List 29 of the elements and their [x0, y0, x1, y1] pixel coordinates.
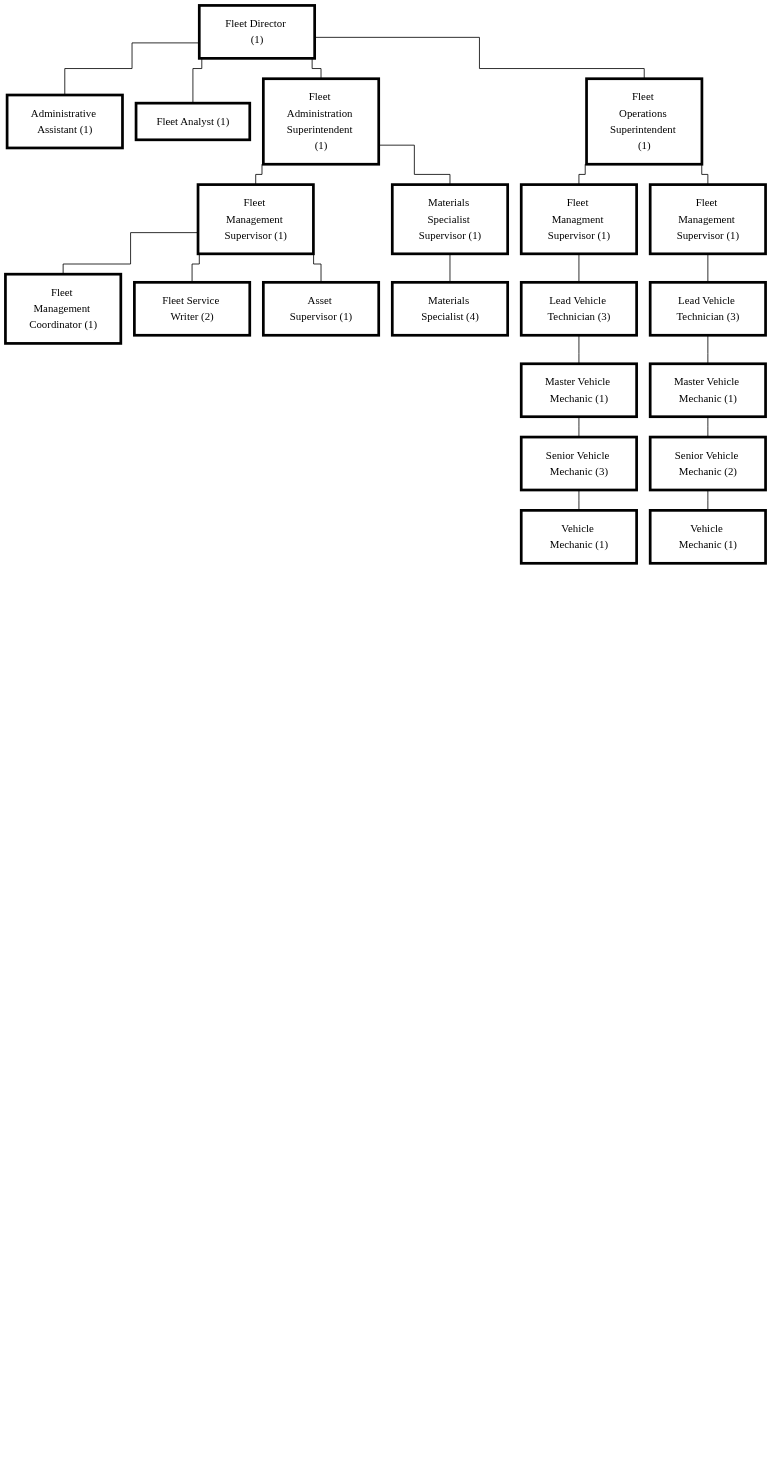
node-box: Vehicle Mechanic (1)	[519, 509, 638, 565]
connector	[378, 144, 451, 185]
node-box: Senior Vehicle Mechanic (2)	[648, 435, 767, 492]
node-box: Fleet Management Supervisor (1)	[648, 183, 767, 256]
node-box: Fleet Managment Supervisor (1)	[519, 183, 638, 256]
node-box: Fleet Management Coordinator (1)	[4, 272, 123, 345]
connector	[449, 253, 451, 283]
connector	[578, 253, 580, 283]
node-box: Lead Vehicle Technician (3)	[519, 280, 638, 337]
node-box: Materials Specialist Supervisor (1)	[390, 183, 509, 256]
node-box: Vehicle Mechanic (1)	[648, 509, 767, 565]
node-box: Fleet Management Supervisor (1)	[196, 183, 315, 256]
node-box: Master Vehicle Mechanic (1)	[648, 362, 767, 419]
node-box: Administrative Assistant (1)	[5, 93, 124, 150]
node-box: Fleet Service Writer (2)	[133, 280, 252, 337]
node-box: Lead Vehicle Technician (3)	[648, 280, 767, 337]
node-box: Fleet Analyst (1)	[134, 101, 252, 142]
connector	[707, 416, 709, 438]
connector	[707, 253, 709, 283]
connector	[62, 232, 199, 275]
node-box: Fleet Director (1)	[197, 4, 316, 60]
node-box: Fleet Administration Superintendent (1)	[262, 77, 381, 166]
node-box: Materials Specialist (4)	[390, 280, 509, 337]
connector	[64, 42, 200, 96]
node-box: Fleet Operations Superintendent (1)	[585, 77, 704, 166]
node-box: Master Vehicle Mechanic (1)	[519, 362, 638, 419]
connector	[578, 416, 580, 438]
node-box: Senior Vehicle Mechanic (3)	[519, 435, 638, 492]
node-box: Asset Supervisor (1)	[262, 280, 381, 337]
